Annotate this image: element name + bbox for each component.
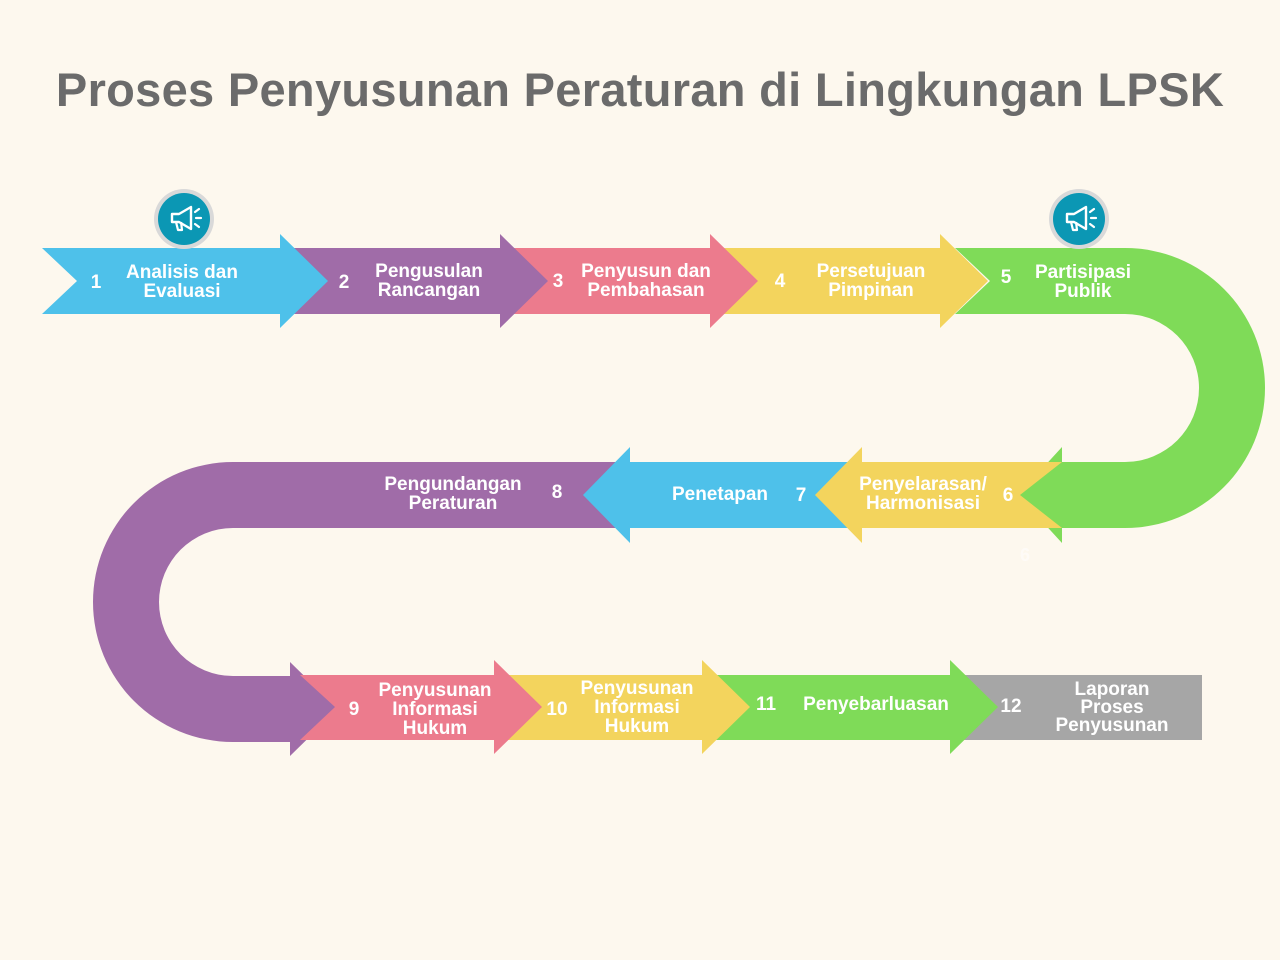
step-3-number: 3 (553, 271, 564, 292)
step-10-label-line-3: Hukum (605, 716, 669, 737)
step-2-arrow (280, 234, 548, 328)
step-3-label-line-1: Penyusun dan (581, 261, 711, 282)
step-12-label-line-1: Laporan (1075, 679, 1150, 700)
step-7-arrow (583, 447, 860, 543)
step-4-arrow (720, 234, 988, 328)
step-1-label-line-2: Evaluasi (143, 281, 220, 302)
step-9-label-line-1: Penyusunan (379, 680, 492, 701)
step-12-label-line-2: Proses (1080, 697, 1143, 718)
step-4-label-line-1: Persetujuan (817, 261, 926, 282)
step-6-number: 6 (1003, 485, 1014, 506)
step-10-number: 10 (546, 699, 567, 720)
page-title: Proses Penyusunan Peraturan di Lingkunga… (55, 63, 1225, 116)
step-8-arrow (93, 462, 630, 756)
step-2-label-line-1: Pengusulan (375, 261, 483, 282)
step-6-arrow (815, 447, 1062, 543)
step-5-label-line-1: Partisipasi (1035, 262, 1131, 283)
step-5-arrow (955, 248, 1265, 543)
step-2-label-line-2: Rancangan (378, 280, 480, 301)
step-8-number: 8 (552, 482, 563, 503)
step-12-label-line-3: Penyusunan (1056, 715, 1169, 736)
step-1-arrow (42, 234, 328, 328)
step-10-arrow (500, 660, 750, 754)
step-8-label-line-1: Pengundangan (384, 474, 521, 495)
step-4-number: 4 (775, 271, 786, 292)
step-1-number: 1 (91, 272, 102, 293)
megaphone-icon (154, 189, 214, 249)
step-5-label-line-2: Publik (1054, 281, 1111, 302)
step-9-number: 9 (349, 699, 360, 720)
step-7-label-line-1: Penetapan (672, 484, 768, 505)
megaphone-icon (1049, 189, 1109, 249)
stray-step-label: 6 (1020, 545, 1030, 565)
step-7-number: 7 (796, 485, 807, 506)
step-10-label-line-1: Penyusunan (581, 678, 694, 699)
step-9-label-line-2: Informasi (392, 699, 478, 720)
step-9-label-line-3: Hukum (403, 718, 467, 739)
step-6-label-line-2: Harmonisasi (866, 493, 980, 514)
step-11-number: 11 (756, 694, 777, 715)
step-3-label-line-2: Pembahasan (587, 280, 704, 301)
step-10-label-line-2: Informasi (594, 697, 680, 718)
step-5-number: 5 (1001, 267, 1012, 288)
step-6-label-line-1: Penyelarasan/ (859, 474, 988, 495)
step-11-arrow (712, 660, 998, 754)
step-2-number: 2 (339, 272, 350, 293)
step-3-arrow (508, 234, 758, 328)
step-12-number: 12 (1000, 696, 1021, 717)
step-9-arrow (300, 660, 542, 754)
step-11-label-line-1: Penyebarluasan (803, 694, 949, 715)
step-12-box (960, 675, 1202, 740)
step-4-label-line-2: Pimpinan (828, 280, 914, 301)
step-8-label-line-2: Peraturan (409, 493, 498, 514)
step-1-label-line-1: Analisis dan (126, 262, 238, 283)
